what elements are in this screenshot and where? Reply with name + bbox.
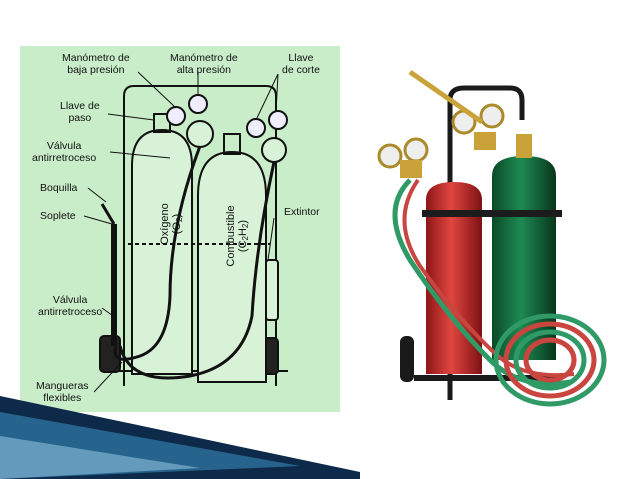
photo-regulators (377, 103, 532, 178)
extinguisher (265, 259, 279, 321)
low-pressure-gauge-oxygen (166, 106, 186, 126)
oxyfuel-cart-diagram: Oxígeno (O2) Combustible (C2H2) (83, 71, 288, 393)
oxygen-formula: (O2) (171, 214, 184, 234)
label-soplete: Soplete (40, 210, 76, 222)
fuel-valve (223, 133, 241, 155)
photo-wheel (400, 336, 414, 382)
photo-torch (408, 69, 484, 125)
fuel-formula: (C2H2) (237, 220, 250, 252)
fuel-label: Combustible (225, 205, 237, 266)
oxyfuel-cart-photo (377, 69, 607, 407)
photo-hose-coil (493, 313, 607, 407)
diagram-panel: Oxígeno (O2) Combustible (C2H2) Manómetr… (20, 46, 340, 412)
cart-frame (123, 85, 277, 386)
photo-green-cylinder (492, 156, 556, 360)
low-pressure-gauge-fuel (246, 118, 266, 138)
regulator-oxygen (186, 120, 214, 148)
photo-crossbar (422, 210, 562, 217)
leader-lines (83, 71, 279, 393)
label-extintor: Extintor (284, 206, 320, 218)
high-pressure-gauge-fuel (268, 110, 288, 130)
regulator-fuel (261, 137, 287, 163)
label-boquilla: Boquilla (40, 182, 78, 194)
oxygen-label: Oxígeno (159, 203, 171, 245)
hose-oxygen (113, 145, 202, 361)
torch-tip (100, 203, 116, 225)
decorative-swoosh (0, 396, 360, 479)
photo-cart-frame (447, 85, 525, 400)
high-pressure-gauge-oxygen (188, 94, 208, 114)
hose-fuel (118, 161, 276, 380)
